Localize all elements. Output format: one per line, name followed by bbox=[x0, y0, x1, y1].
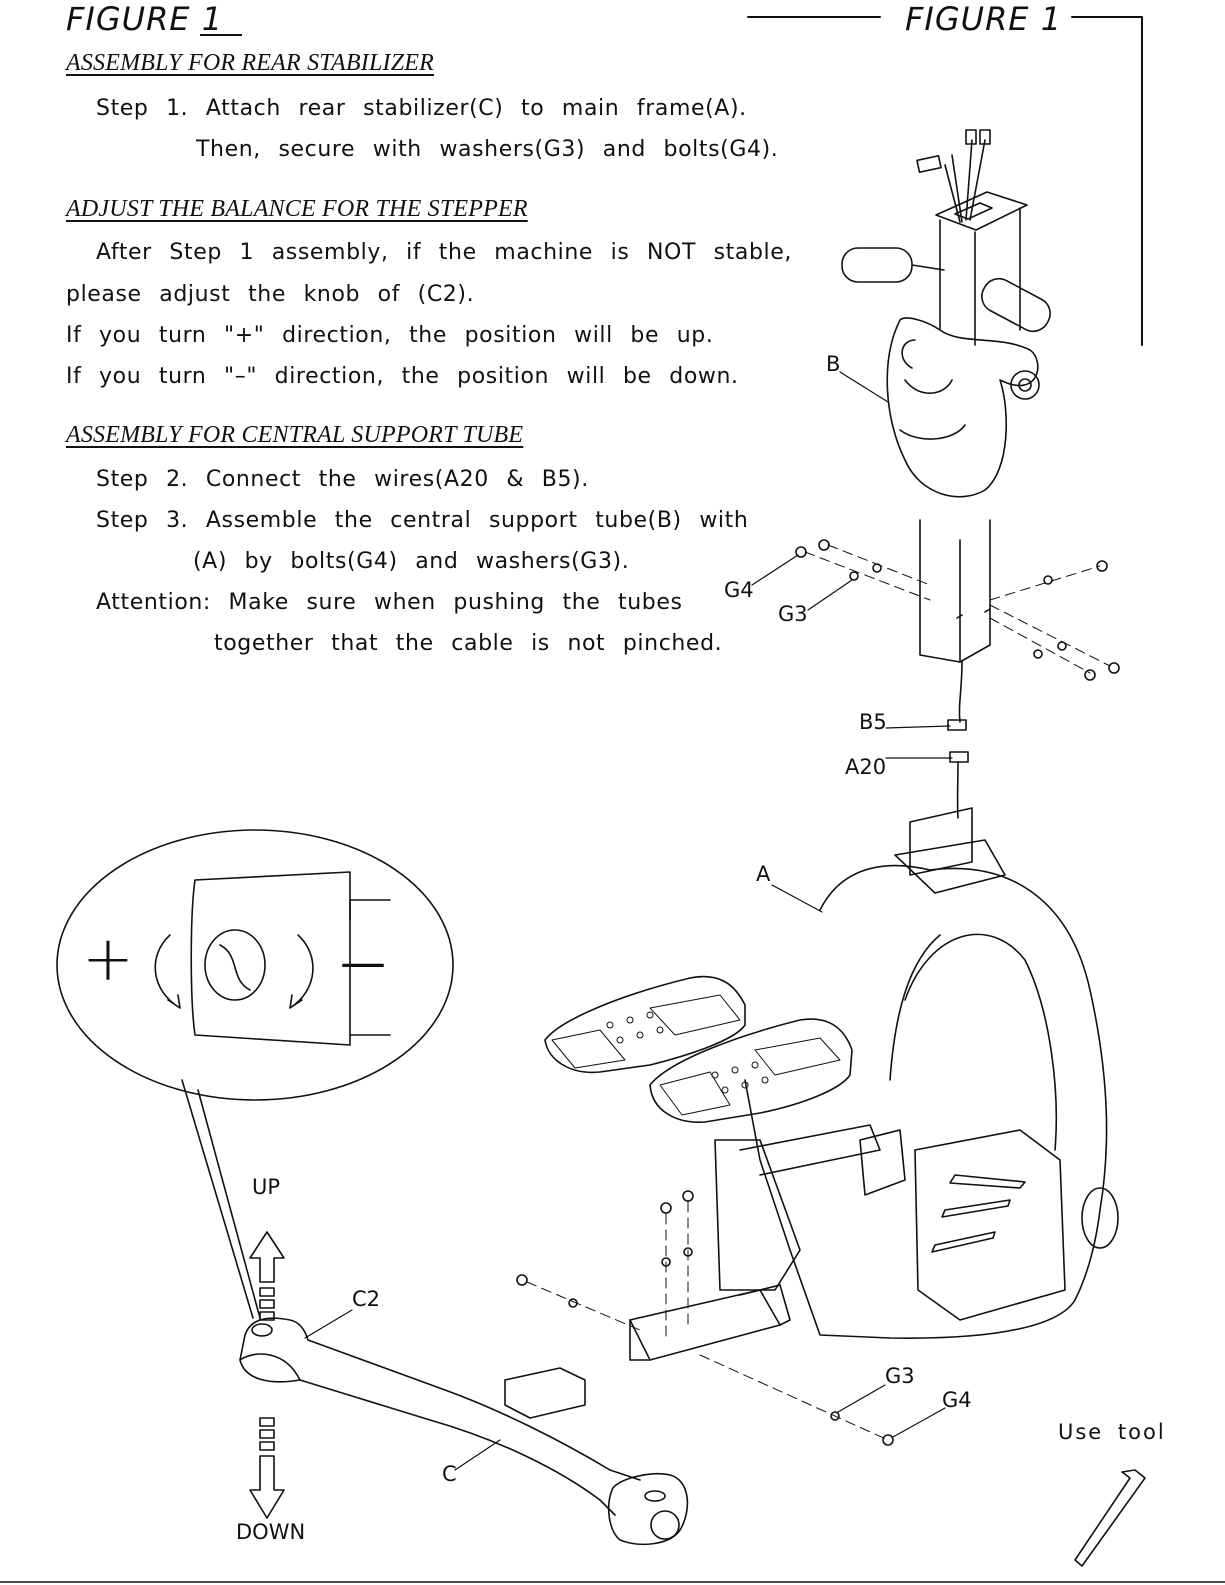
label-G4-bottom: G4 bbox=[942, 1388, 972, 1412]
figure-title-left-underline bbox=[200, 34, 242, 36]
figure-bracket-frame bbox=[747, 16, 1143, 346]
text-step2: Step 2. Connect the wires(A20 & B5). bbox=[96, 467, 589, 492]
text-balance-line2: please adjust the knob of (C2). bbox=[66, 282, 475, 307]
lower-fasteners bbox=[516, 1190, 894, 1446]
minus-symbol: — bbox=[340, 935, 386, 989]
figure-title-right: FIGURE 1 bbox=[905, 0, 1063, 38]
text-step3-line1: Step 3. Assemble the central support tub… bbox=[96, 508, 749, 533]
text-balance-line1: After Step 1 assembly, if the machine is… bbox=[96, 240, 792, 265]
rear-stabilizer-drawing bbox=[239, 1317, 689, 1546]
figure-title-left: FIGURE 1 bbox=[66, 0, 224, 38]
plus-symbol: + bbox=[82, 922, 134, 995]
upper-fasteners bbox=[795, 539, 1120, 681]
up-arrow-icon bbox=[249, 1231, 285, 1321]
main-frame-drawing bbox=[544, 807, 1119, 1361]
label-G4-top: G4 bbox=[724, 578, 754, 602]
label-A20: A20 bbox=[845, 755, 887, 779]
text-balance-line3: If you turn "+" direction, the position … bbox=[66, 323, 714, 348]
heading-rear-stabilizer: ASSEMBLY FOR REAR STABILIZER bbox=[66, 50, 434, 76]
knob-detail-callout bbox=[56, 829, 454, 1319]
label-B: B bbox=[826, 352, 841, 376]
central-support-tube-drawing bbox=[841, 129, 1051, 819]
label-up: UP bbox=[252, 1175, 281, 1199]
label-G3-bottom: G3 bbox=[885, 1364, 915, 1388]
label-down: DOWN bbox=[236, 1520, 306, 1544]
heading-central-tube: ASSEMBLY FOR CENTRAL SUPPORT TUBE bbox=[66, 422, 524, 448]
label-C: C bbox=[442, 1462, 457, 1486]
text-step3-line2: (A) by bolts(G4) and washers(G3). bbox=[193, 549, 630, 574]
leader-lines bbox=[304, 371, 953, 1471]
heading-balance: ADJUST THE BALANCE FOR THE STEPPER bbox=[66, 196, 528, 222]
text-step1-line2: Then, secure with washers(G3) and bolts(… bbox=[196, 137, 779, 162]
down-arrow-icon bbox=[249, 1417, 285, 1519]
label-A: A bbox=[756, 862, 771, 886]
label-G3-top: G3 bbox=[778, 602, 808, 626]
text-attention-line1: Attention: Make sure when pushing the tu… bbox=[96, 590, 683, 615]
tool-note: Use tool bbox=[1058, 1420, 1166, 1444]
allen-key-icon bbox=[1074, 1469, 1146, 1567]
label-B5: B5 bbox=[859, 710, 887, 734]
text-attention-line2: together that the cable is not pinched. bbox=[214, 631, 723, 656]
text-balance-line4: If you turn "–" direction, the position … bbox=[66, 364, 739, 389]
label-C2: C2 bbox=[352, 1287, 381, 1311]
text-step1-line1: Step 1. Attach rear stabilizer(C) to mai… bbox=[96, 96, 747, 121]
